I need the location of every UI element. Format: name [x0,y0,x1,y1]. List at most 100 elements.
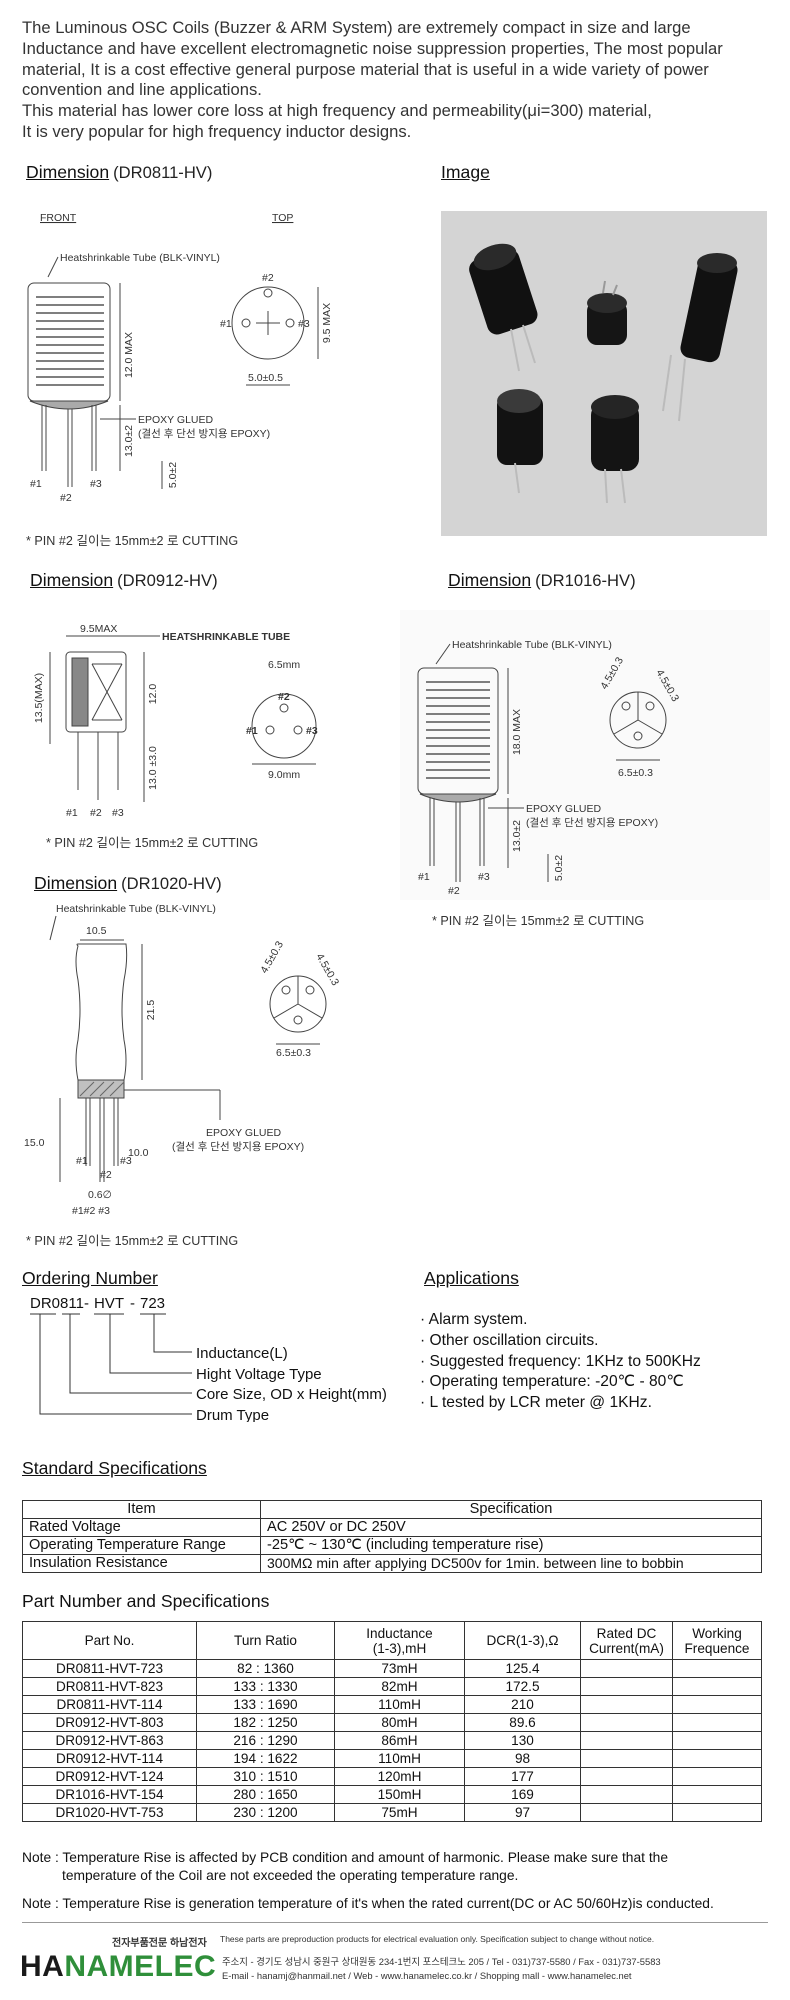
parts-col-header: Working Frequence [672,1621,762,1660]
svg-text:#2: #2 [448,885,460,897]
pin-note-dr0811: * PIN #2 길이는 15mm±2 로 CUTTING [26,534,239,548]
parts-col-header: Part No. [22,1621,197,1660]
applications-heading: Applications [424,1268,519,1288]
svg-text:10.5: 10.5 [86,925,107,937]
svg-text:#1: #1 [76,1155,88,1167]
tube-label: Heatshrinkable Tube (BLK-VINYL) [60,252,220,264]
svg-text:HEATSHRINKABLE TUBE: HEATSHRINKABLE TUBE [162,631,290,643]
epoxy-kr-label: (결선 후 단선 방지용 EPOXY) [138,428,270,440]
svg-text:EPOXY GLUED: EPOXY GLUED [206,1127,282,1139]
svg-text:DR0811: DR0811 [30,1295,84,1312]
intro-paragraph: The Luminous OSC Coils (Buzzer & ARM Sys… [22,18,772,143]
svg-text:13.5(MAX): 13.5(MAX) [33,673,45,723]
svg-text:Core Size, OD x Height(mm): Core Size, OD x Height(mm) [196,1386,387,1403]
svg-text:-: - [84,1295,89,1312]
product-photo [441,211,767,536]
coil-photo-3 [662,253,738,422]
svg-text:21.5: 21.5 [145,1000,157,1021]
application-item: · L tested by LCR meter @ 1KHz. [420,1394,652,1412]
pin-note-dr0912: * PIN #2 길이는 15mm±2 로 CUTTING [46,836,259,850]
standard-spec-heading: Standard Specifications [22,1458,207,1478]
dim-12max: 12.0 MAX [123,332,135,378]
svg-text:18.0 MAX: 18.0 MAX [511,709,523,755]
intro-line: convention and line applications. [22,80,262,100]
parts-col-header: Turn Ratio [196,1621,335,1660]
note-1: Note : Temperature Rise is affected by P… [22,1850,668,1865]
svg-text:(결선 후 단선 방지용 EPOXY): (결선 후 단선 방지용 EPOXY) [526,817,658,829]
dr0912-dimension-drawing: 9.5MAX HEATSHRINKABLE TUBE 13.5(MAX) 12.… [33,623,318,819]
svg-text:#3: #3 [306,725,318,737]
svg-text:Heatshrinkable Tube (BLK-VINYL: Heatshrinkable Tube (BLK-VINYL) [56,903,216,915]
dimension-heading-dr1016: Dimension(DR1016-HV) [448,570,636,590]
ordering-heading: Ordering Number [22,1268,158,1288]
svg-text:#1: #1 [418,871,430,883]
intro-line: It is very popular for high frequency in… [22,121,412,141]
dim-5b: 5.0±2 [167,462,179,488]
spec-col-header: Specification [260,1500,762,1519]
table-row: Operating Temperature Range-25℃ ~ 130℃ (… [22,1536,762,1555]
parts-col-header: DCR(1-3),Ω [464,1621,581,1660]
coil-body [65,651,127,733]
parts-col-header: Inductance (1-3),mH [334,1621,465,1660]
coil-photo-2 [587,280,627,345]
dimension-heading-dr0912: Dimension(DR0912-HV) [30,570,218,590]
svg-text:EPOXY GLUED: EPOXY GLUED [526,803,602,815]
intro-line: material, It is a cost effective general… [22,59,709,79]
dim-95max: 9.5 MAX [321,303,333,343]
parts-col-header: Rated DC Current(mA) [580,1621,673,1660]
coil-body [27,282,111,402]
svg-text:4.5±0.3: 4.5±0.3 [313,952,341,988]
coil-photo-4 [497,389,543,494]
svg-text:13.0±2: 13.0±2 [511,820,523,852]
front-label: FRONT [40,212,77,224]
ordering-number-diagram: DR0811 - HVT - 723 Inductance(L) Hight V… [30,1295,387,1422]
svg-text:6.5mm: 6.5mm [268,659,300,671]
svg-text:#2: #2 [262,272,274,284]
svg-text:#1#2 #3: #1#2 #3 [72,1205,110,1217]
footer-contact: E-mail - hanamj@hanmail.net / Web - www.… [222,1970,632,1981]
footer-disclaimer: These parts are preproduction products f… [220,1934,655,1944]
svg-text:#3: #3 [298,318,310,330]
svg-text:#2: #2 [90,807,102,819]
coil-body [75,943,128,1081]
svg-text:Drum Type: Drum Type [196,1407,269,1422]
footer-divider [22,1922,768,1923]
note-1-cont: temperature of the Coil are not exceeded… [62,1868,519,1883]
top-label: TOP [272,212,293,224]
svg-text:9.0mm: 9.0mm [268,769,300,781]
svg-text:#2: #2 [278,691,290,703]
svg-text:Inductance(L): Inductance(L) [196,1345,288,1362]
spec-col-header: Item [22,1500,261,1519]
image-heading: Image [441,162,490,182]
dim-5: 5.0±0.5 [248,372,283,384]
dimension-heading-dr0811: Dimension(DR0811-HV) [26,162,213,182]
parts-table: Part No. Turn Ratio Inductance (1-3),mH … [22,1621,762,1822]
svg-text:#1: #1 [30,478,42,490]
pin-note-dr1016: * PIN #2 길이는 15mm±2 로 CUTTING [432,914,645,928]
svg-text:4.5±0.3: 4.5±0.3 [258,939,286,975]
hanamelec-logo: HANAMELEC [20,1950,217,1983]
footer-address: 주소지 - 경기도 성남시 중원구 상대원동 234-1번지 포스테크노 205… [222,1956,661,1967]
coil-photo-1 [469,243,538,372]
svg-text:6.5±0.3: 6.5±0.3 [276,1047,311,1059]
epoxy-label: EPOXY GLUED [138,414,214,426]
intro-line: This material has lower core loss at hig… [22,101,652,121]
dr1020-dimension-drawing: Heatshrinkable Tube (BLK-VINYL) 10.5 21.… [24,903,341,1217]
application-item: · Operating temperature: -20℃ - 80℃ [420,1373,684,1391]
svg-text:723: 723 [140,1295,165,1312]
pin-note-dr1020: * PIN #2 길이는 15mm±2 로 CUTTING [26,1234,239,1248]
svg-text:(결선 후 단선 방지용 EPOXY): (결선 후 단선 방지용 EPOXY) [172,1141,304,1153]
dr1016-dimension-drawing: Heatshrinkable Tube (BLK-VINYL) 18.0 MAX… [400,610,770,900]
dimension-heading-dr1020: Dimension(DR1020-HV) [34,873,222,893]
intro-line: The Luminous OSC Coils (Buzzer & ARM Sys… [22,18,691,37]
note-2: Note : Temperature Rise is generation te… [22,1896,714,1911]
footer-brand-kr: 전자부품전문 하남전자 [112,1938,207,1949]
